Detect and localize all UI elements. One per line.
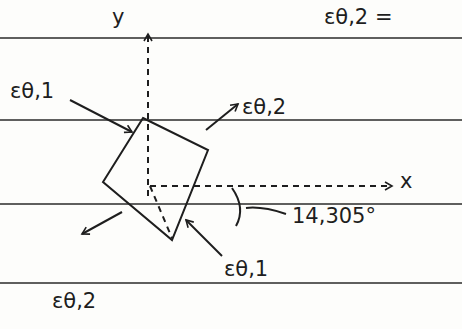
strain-arrow bbox=[186, 220, 222, 256]
strain-arrow bbox=[70, 100, 132, 132]
strain-arrow bbox=[82, 212, 122, 234]
x-axis bbox=[150, 185, 392, 187]
axis-label: x bbox=[398, 170, 414, 193]
leader-line bbox=[246, 208, 286, 214]
y-axis bbox=[147, 34, 149, 196]
strain-label: εθ,1 bbox=[8, 80, 56, 103]
strain-arrow bbox=[206, 104, 238, 130]
equation-label: εθ,2 = bbox=[322, 6, 395, 29]
strain-label: εθ,2 bbox=[240, 96, 288, 119]
angle-arc bbox=[232, 188, 240, 226]
axis-label: y bbox=[110, 6, 126, 29]
rotated-element bbox=[103, 118, 208, 240]
angle-label: 14,305° bbox=[290, 205, 378, 228]
ruled-lines bbox=[0, 38, 462, 283]
strain-label: εθ,2 bbox=[50, 290, 98, 313]
strain-label: εθ,1 bbox=[222, 258, 270, 281]
